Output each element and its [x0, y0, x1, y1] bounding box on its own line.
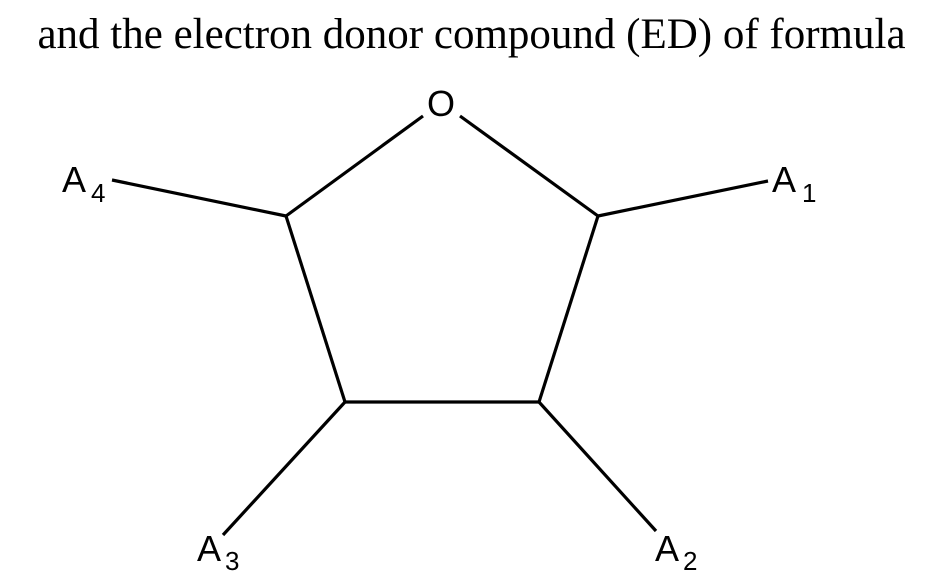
- bond-o-c5: [459, 114, 599, 218]
- substituent-a3-label: A 3: [197, 528, 239, 576]
- bond-c4-a2: [537, 400, 658, 533]
- svg-text:A: A: [772, 159, 796, 200]
- svg-text:A: A: [655, 528, 679, 569]
- svg-text:1: 1: [802, 178, 816, 208]
- svg-text:2: 2: [683, 546, 697, 576]
- svg-text:3: 3: [225, 546, 239, 576]
- bond-c3-a3: [221, 400, 347, 537]
- bond-c5-c4: [537, 215, 600, 403]
- caption-text: and the electron donor compound (ED) of …: [37, 11, 906, 58]
- bond-c2-c3: [284, 215, 347, 403]
- svg-text:A: A: [62, 159, 86, 200]
- substituent-a1-label: A 1: [772, 159, 816, 208]
- substituent-a4-label: A 4: [62, 159, 105, 208]
- substituent-a2-label: A 2: [655, 528, 697, 576]
- svg-text:A: A: [197, 528, 221, 569]
- oxygen-atom-label: O: [427, 83, 455, 124]
- bond-c5-a1: [597, 179, 769, 218]
- bond-o-c2: [285, 114, 424, 218]
- bond-c2-a4: [111, 178, 287, 218]
- svg-text:4: 4: [91, 178, 105, 208]
